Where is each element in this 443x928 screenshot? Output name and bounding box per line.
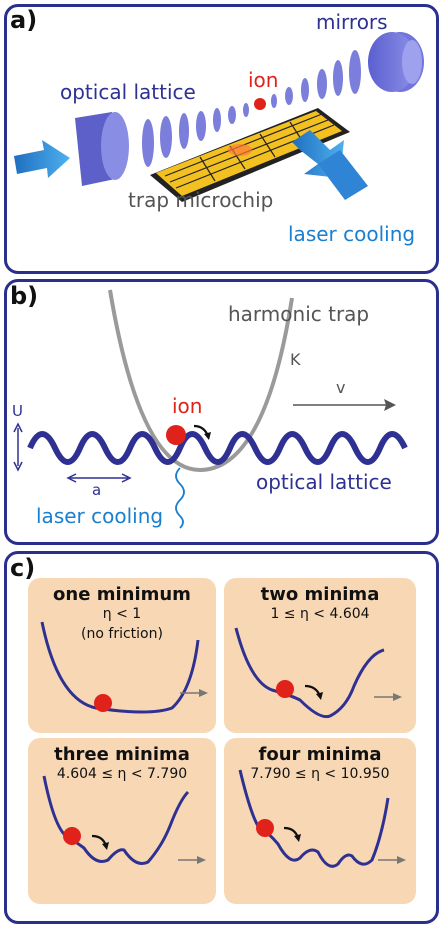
regime-box-one-minimum: one minimum η < 1 (no friction) xyxy=(28,578,216,733)
panel-a xyxy=(4,4,439,274)
drift-arrow-c4 xyxy=(378,856,406,864)
velocity-arrow xyxy=(293,399,396,411)
left-mirror xyxy=(75,112,129,186)
drift-arrow-c1 xyxy=(180,689,208,697)
laser-cooling-label-a: laser cooling xyxy=(288,222,416,246)
a-label: a xyxy=(92,481,102,499)
regime-title: one minimum xyxy=(53,584,191,605)
drift-arrow-c2 xyxy=(374,693,402,701)
optical-lattice-label-b: optical lattice xyxy=(256,470,392,494)
ion-dot-c1 xyxy=(94,694,112,712)
regime-note: (no friction) xyxy=(81,626,163,642)
k-label: K xyxy=(290,350,301,369)
regime-title: three minima xyxy=(54,744,190,765)
trap-microchip-label: trap microchip xyxy=(128,188,274,212)
right-mirror xyxy=(368,32,424,92)
ion-dot-c4 xyxy=(256,819,274,837)
harmonic-trap-curve xyxy=(108,289,294,473)
ion-dot-b xyxy=(166,425,186,445)
laser-cooling-arrow xyxy=(292,130,368,200)
panel-b-illustration xyxy=(13,289,408,529)
regime-title: four minima xyxy=(258,744,382,765)
potential-curve-one-minimum xyxy=(40,621,200,714)
potential-curve-four-minima xyxy=(238,769,390,868)
regime-title: two minima xyxy=(260,584,380,605)
ion-dot-c3 xyxy=(63,827,81,845)
optical-lattice-wave xyxy=(27,431,408,465)
u-label: U xyxy=(12,402,23,420)
lattice-beam xyxy=(142,50,361,167)
u-amplitude-arrow xyxy=(13,422,23,472)
regime-condition: 7.790 ≤ η < 10.950 xyxy=(250,766,390,782)
ion-label-a: ion xyxy=(248,68,279,92)
laser-cooling-squiggle xyxy=(175,467,185,529)
regime-condition: 1 ≤ η < 4.604 xyxy=(270,606,370,622)
trap-microchip xyxy=(150,108,350,202)
panel-b xyxy=(4,279,439,545)
regime-condition: η < 1 xyxy=(102,606,142,622)
a-spacing-arrow xyxy=(66,473,132,483)
regime-condition: 4.604 ≤ η < 7.790 xyxy=(56,766,188,782)
harmonic-trap-label: harmonic trap xyxy=(228,302,370,326)
incoming-beam-arrow xyxy=(14,140,70,178)
regime-box-two-minima: two minima 1 ≤ η < 4.604 xyxy=(224,578,416,733)
laser-cooling-label-b: laser cooling xyxy=(36,504,164,528)
mirrors-label: mirrors xyxy=(316,10,388,34)
v-label: v xyxy=(336,378,346,397)
drift-arrow-c3 xyxy=(178,856,206,864)
ion-dot-a xyxy=(254,98,266,110)
potential-curve-three-minima xyxy=(42,775,190,865)
optical-lattice-label-a: optical lattice xyxy=(60,80,196,104)
ion-label-b: ion xyxy=(172,394,203,418)
potential-curve-two-minima xyxy=(234,627,385,719)
panel-a-label: a) xyxy=(10,6,38,34)
ion-dot-c2 xyxy=(276,680,294,698)
panel-b-label: b) xyxy=(10,282,39,310)
panel-c-label: c) xyxy=(10,554,36,582)
regime-box-three-minima: three minima 4.604 ≤ η < 7.790 xyxy=(28,738,216,904)
panel-a-illustration xyxy=(14,32,424,202)
